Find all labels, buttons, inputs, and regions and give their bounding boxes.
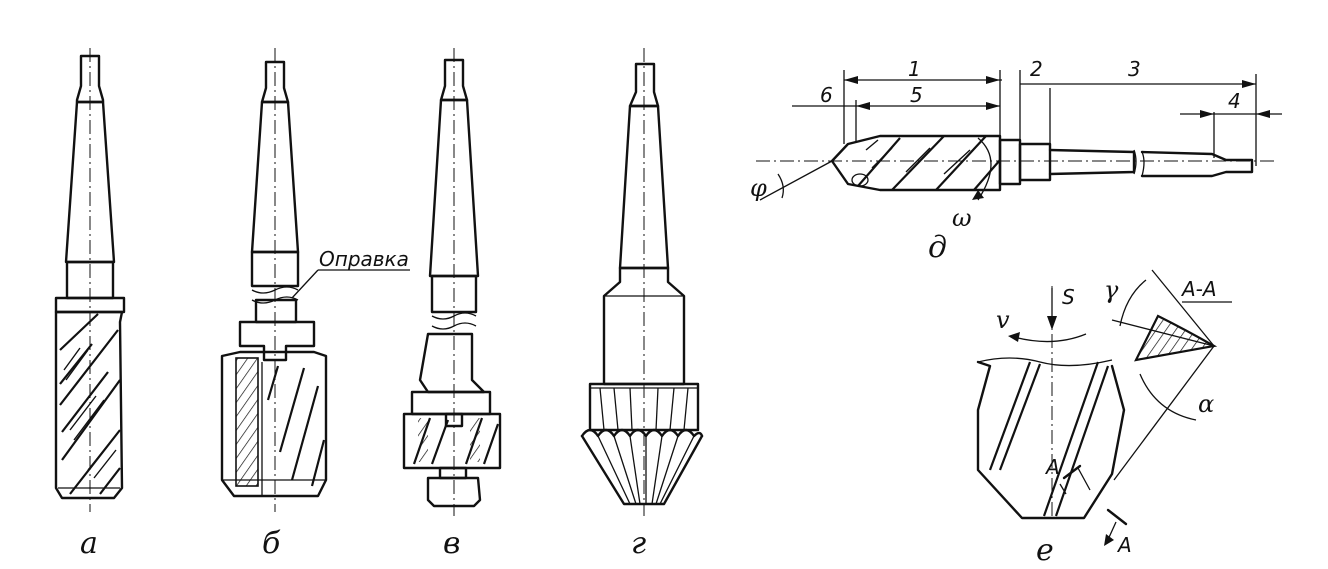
symbol-omega: ω bbox=[952, 204, 972, 232]
section-mark-a-upper: A bbox=[1044, 455, 1060, 479]
caption-v: в bbox=[443, 526, 460, 561]
symbol-v: v bbox=[996, 306, 1010, 334]
figure-b-shell-reamer-on-arbor: Оправка б bbox=[220, 48, 410, 561]
caption-b: б bbox=[262, 526, 281, 561]
caption-e: е bbox=[1036, 533, 1054, 568]
section-title-a-a: А-А bbox=[1180, 277, 1217, 301]
section-mark-a-lower: A bbox=[1116, 533, 1132, 557]
dim-2: 2 bbox=[1030, 57, 1043, 81]
caption-d: д bbox=[928, 230, 947, 265]
figure-v-insert-reamer-with-pilot: в bbox=[402, 48, 502, 561]
dim-3: 3 bbox=[1128, 57, 1141, 81]
caption-a: а bbox=[80, 526, 98, 561]
figure-e-cutting-geometry: А-А v S γ α A A е bbox=[976, 269, 1232, 568]
figure-a-shell-reamer: а bbox=[54, 48, 126, 561]
dim-5: 5 bbox=[910, 83, 923, 107]
dim-6: 6 bbox=[820, 83, 833, 107]
dim-4: 4 bbox=[1228, 89, 1241, 113]
figure-g-conical-reamer: г bbox=[580, 48, 704, 561]
callout-arbor: Оправка bbox=[319, 247, 409, 271]
caption-g: г bbox=[631, 526, 646, 561]
figure-d-reamer-elements: 1 2 3 4 5 6 φ ω д bbox=[750, 57, 1282, 265]
symbol-s: S bbox=[1062, 285, 1075, 309]
symbol-gamma: γ bbox=[1104, 276, 1119, 304]
symbol-alpha: α bbox=[1198, 390, 1214, 418]
symbol-phi: φ bbox=[750, 174, 767, 202]
dim-1: 1 bbox=[908, 57, 921, 81]
